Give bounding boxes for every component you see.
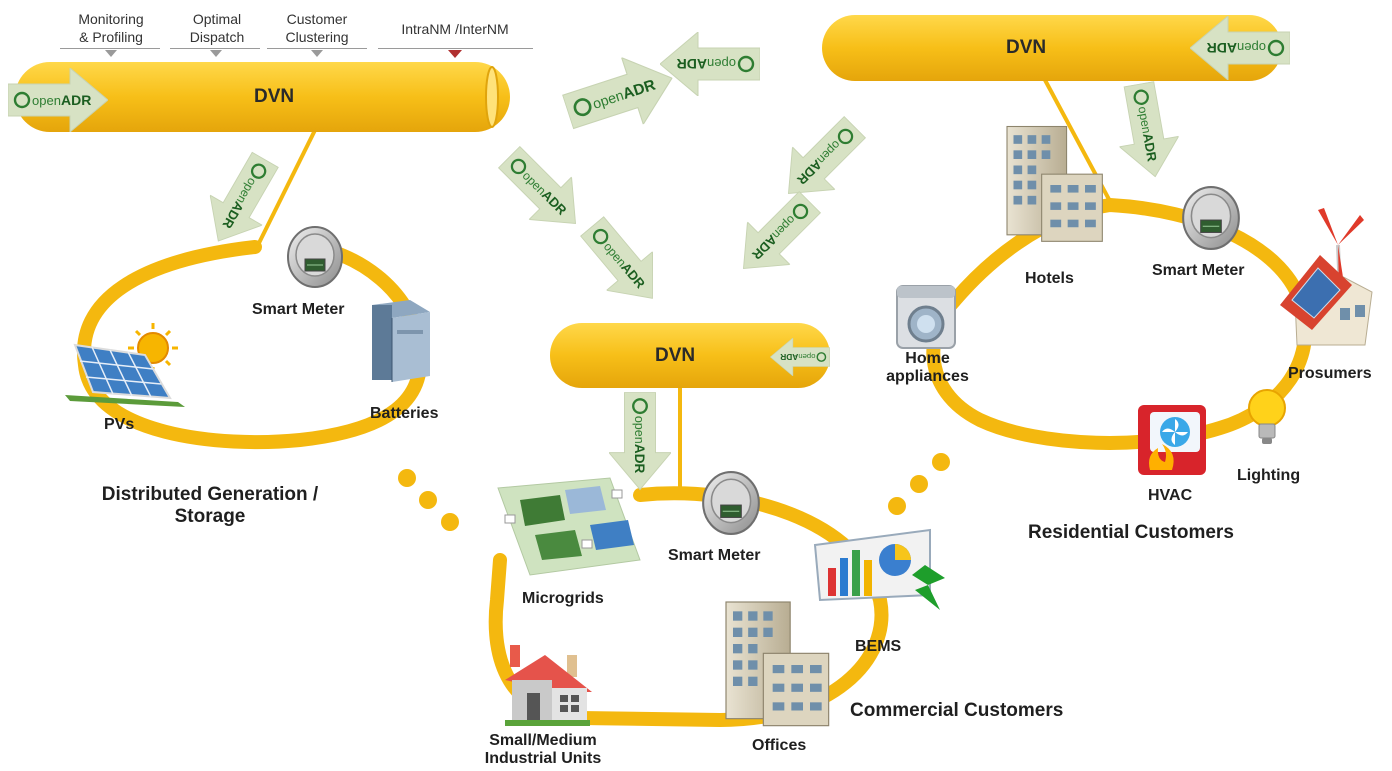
industrial-units-line1: Small/Medium bbox=[489, 732, 597, 749]
smart-meter-icon bbox=[702, 471, 760, 535]
prosumers-label: Prosumers bbox=[1288, 365, 1372, 382]
openadr-arrow-icon bbox=[568, 206, 676, 319]
bems-label: BEMS bbox=[855, 638, 902, 655]
tab-underline bbox=[267, 48, 367, 49]
industrial-unit-icon bbox=[505, 645, 592, 726]
lighting-label: Lighting bbox=[1237, 467, 1301, 484]
industrial-units-line2: Industrial Units bbox=[484, 750, 602, 767]
generation-smart-meter-label: Smart Meter bbox=[252, 301, 345, 318]
dvn-pipe-right bbox=[822, 15, 1282, 81]
hotels-label: Hotels bbox=[1025, 270, 1074, 287]
microgrids-label: Microgrids bbox=[522, 590, 604, 607]
openadr-arrow-icon bbox=[487, 135, 598, 246]
bems-chart-icon bbox=[813, 528, 945, 610]
openadr-arrow-icon bbox=[1109, 78, 1185, 183]
tab-optimal-dispatch-line2: Dispatch bbox=[189, 29, 245, 45]
home-appliances-line2: appliances bbox=[886, 368, 969, 385]
tab-underline bbox=[378, 48, 533, 49]
offices-label: Offices bbox=[752, 737, 807, 754]
tab-underline bbox=[170, 48, 260, 49]
smart-meter-icon bbox=[1182, 186, 1240, 250]
residential-title: Residential Customers bbox=[1028, 522, 1234, 543]
home-appliances-label: Home appliances bbox=[875, 350, 980, 386]
pvs-label: PVs bbox=[104, 416, 135, 433]
industrial-units-label: Small/Medium Industrial Units bbox=[478, 732, 608, 768]
tab-optimal-dispatch-line1: Optimal bbox=[192, 11, 242, 27]
dvn-label-left: DVN bbox=[254, 86, 295, 107]
ellipsis-dots-right bbox=[888, 453, 950, 515]
dvn-pipe-left bbox=[15, 62, 510, 132]
commercial-title: Commercial Customers bbox=[850, 700, 1064, 721]
prosumer-house-icon bbox=[1280, 208, 1373, 346]
openadr-arrow-icon bbox=[556, 44, 684, 146]
residential-loop bbox=[926, 79, 1313, 450]
dvn-label-center: DVN bbox=[655, 345, 696, 366]
light-bulb-icon bbox=[1248, 389, 1286, 444]
residential-smart-meter-label: Smart Meter bbox=[1152, 262, 1245, 279]
tab-customer-clustering[interactable]: Customer Clustering bbox=[270, 10, 364, 46]
openadr-arrow-icon bbox=[609, 391, 671, 491]
pv-panel-icon bbox=[65, 323, 185, 407]
tab-underline bbox=[60, 48, 160, 49]
hotel-building-icon bbox=[1006, 125, 1103, 242]
openadr-arrow-icon bbox=[660, 32, 760, 96]
home-appliance-icon bbox=[896, 285, 956, 349]
openadr-arrow-icon bbox=[192, 144, 292, 257]
battery-icon bbox=[372, 300, 430, 382]
commercial-smart-meter-label: Smart Meter bbox=[668, 547, 761, 564]
tab-monitoring[interactable]: Monitoring & Profiling bbox=[64, 10, 158, 46]
openadr-arrow-icon bbox=[766, 105, 877, 216]
hvac-label: HVAC bbox=[1148, 487, 1193, 504]
tab-customer-clustering-line2: Clustering bbox=[285, 29, 349, 45]
ellipsis-dots-left bbox=[398, 469, 459, 531]
tab-monitoring-line2: & Profiling bbox=[79, 29, 143, 45]
hvac-icon bbox=[1138, 405, 1206, 475]
smart-meter-icon bbox=[287, 226, 343, 288]
generation-title-line1: Distributed Generation / bbox=[101, 484, 319, 505]
tab-customer-clustering-line1: Customer bbox=[286, 11, 348, 27]
tab-markers bbox=[105, 50, 462, 58]
batteries-label: Batteries bbox=[370, 405, 439, 422]
generation-title-line2: Storage bbox=[174, 506, 246, 527]
tab-intranm-internm-line1: IntraNM /InterNM bbox=[401, 21, 509, 37]
openadr-arrow-icon bbox=[721, 180, 832, 291]
microgrid-icon bbox=[497, 477, 641, 576]
generation-title: Distributed Generation / Storage bbox=[70, 484, 350, 528]
dvn-label-right: DVN bbox=[1006, 37, 1047, 58]
tab-monitoring-line1: Monitoring bbox=[78, 11, 144, 27]
tab-optimal-dispatch[interactable]: Optimal Dispatch bbox=[175, 10, 259, 46]
tab-intranm-internm[interactable]: IntraNM /InterNM bbox=[380, 20, 530, 38]
office-building-icon bbox=[725, 601, 830, 727]
home-appliances-line1: Home bbox=[905, 350, 950, 367]
dvn-pipe-center bbox=[550, 323, 830, 388]
